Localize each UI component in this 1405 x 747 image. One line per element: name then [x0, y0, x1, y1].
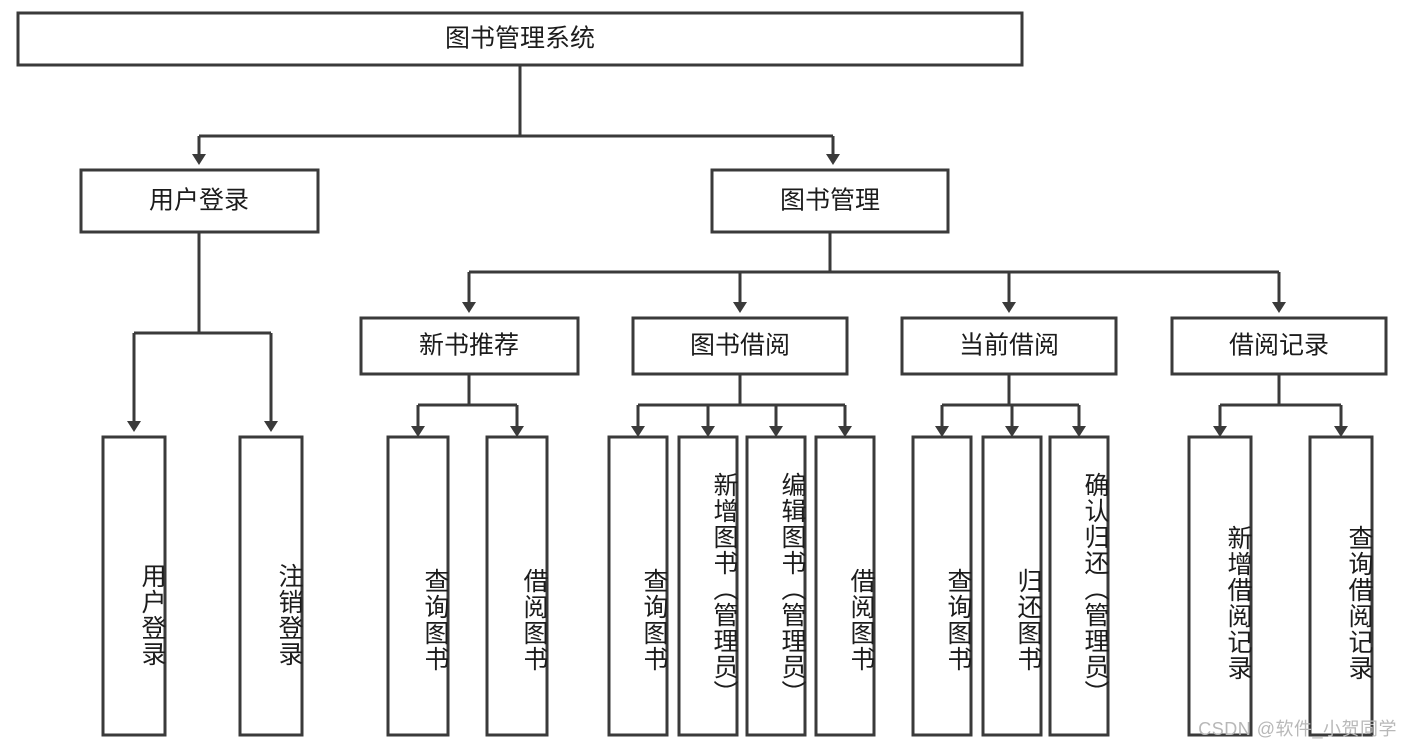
leaf-box-group [101, 435, 1374, 737]
leaf-box [745, 435, 807, 737]
node-borrow-record-label: 借阅记录 [1229, 332, 1329, 360]
csdn-watermark: CSDN @软件_小贺同学 [1198, 719, 1397, 739]
leaf-box [238, 435, 304, 737]
leaf-box [814, 435, 876, 737]
leaf-box [911, 435, 973, 737]
leaf-box [677, 435, 739, 737]
node-new-book-recommend-label: 新书推荐 [419, 332, 519, 360]
leaf-box [981, 435, 1043, 737]
connector-book-borrow-to-leaves [631, 374, 852, 437]
leaf-box [386, 435, 450, 737]
connector-borrow-record-to-leaves [1213, 374, 1348, 437]
node-root-label: 图书管理系统 [445, 25, 595, 53]
node-root[interactable] [16, 11, 1024, 67]
connector-user-login-to-leaves [127, 232, 278, 432]
node-book-management-label: 图书管理 [780, 187, 880, 215]
connector-book-management-to-level2 [462, 232, 1286, 313]
leaf-box [1308, 435, 1374, 737]
node-user-login-label: 用户登录 [149, 187, 249, 215]
node-book-borrow-label: 图书借阅 [690, 332, 790, 360]
node-current-borrow[interactable] [900, 316, 1118, 376]
leaf-box [485, 435, 549, 737]
connector-new-book-recommend-to-leaves [411, 374, 524, 437]
connector-current-borrow-to-leaves [935, 374, 1086, 437]
leaf-box [1048, 435, 1110, 737]
node-current-borrow-label: 当前借阅 [959, 332, 1059, 360]
leaf-box [1187, 435, 1253, 737]
node-user-login[interactable] [79, 168, 320, 234]
leaf-box [101, 435, 167, 737]
connector-root-to-level1 [192, 65, 840, 165]
leaf-box [607, 435, 669, 737]
node-new-book-recommend[interactable] [359, 316, 580, 376]
